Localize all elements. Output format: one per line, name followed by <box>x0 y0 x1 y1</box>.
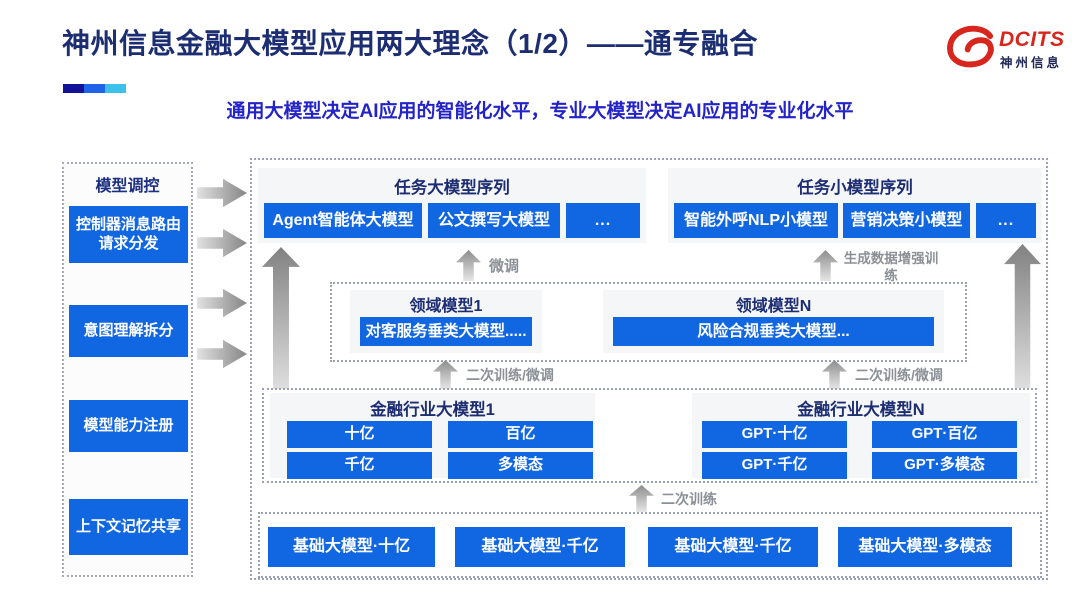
sidebar-item-register: 模型能力注册 <box>69 400 188 452</box>
base-model-multimodal-box: 基础大模型·多模态 <box>838 527 1012 567</box>
gpt-billion-box: GPT·十亿 <box>702 421 847 448</box>
task-small-title: 任务小模型序列 <box>797 179 913 197</box>
arrow-right-icon <box>197 228 247 258</box>
base-model-hundred-billion-box-2: 基础大模型·千亿 <box>648 527 818 567</box>
retrain-label: 二次训练 <box>661 491 717 507</box>
accent-cyan <box>105 84 126 93</box>
industry-model-n-title: 金融行业大模型N <box>797 401 925 419</box>
scale-box-multimodal: 多模态 <box>448 452 593 479</box>
scale-box-ten-billion: 百亿 <box>448 421 593 448</box>
risk-compliance-model-box: 风险合规垂类大模型... <box>613 317 934 346</box>
customer-service-model-box: 对客服务垂类大模型..... <box>360 317 532 346</box>
base-model-hundred-billion-box: 基础大模型·千亿 <box>455 527 625 567</box>
gpt-ten-billion-box: GPT·百亿 <box>872 421 1017 448</box>
accent-navy <box>63 84 84 93</box>
arrow-right-icon <box>197 178 247 208</box>
model-control-panel: 模型调控 控制器消息路由请求分发 意图理解拆分 模型能力注册 上下文记忆共享 <box>62 162 193 577</box>
arrow-right-icon <box>197 288 247 318</box>
gen-data-training-label: 生成数据增强训练 <box>843 251 939 283</box>
sidebar-title: 模型调控 <box>95 178 160 195</box>
gpt-hundred-billion-box: GPT·千亿 <box>702 452 847 479</box>
retrain-finetune-label-right: 二次训练/微调 <box>855 367 943 383</box>
dcits-logo-icon <box>947 25 994 68</box>
sidebar-item-router: 控制器消息路由请求分发 <box>69 206 188 263</box>
logo-subtext: 神州信息 <box>1000 56 1063 70</box>
industry-model-1-title: 金融行业大模型1 <box>370 401 495 419</box>
sidebar-item-context: 上下文记忆共享 <box>69 499 188 555</box>
finetune-label: 微调 <box>489 258 520 275</box>
title-accent-bar <box>63 84 126 93</box>
scale-box-hundred-billion: 千亿 <box>287 452 432 479</box>
page-title: 神州信息金融大模型应用两大理念（1/2）——通专融合 <box>62 28 758 59</box>
task-small-ellipsis-box: ... <box>976 203 1036 238</box>
retrain-finetune-label-left: 二次训练/微调 <box>466 367 554 383</box>
diagram-outer-container <box>250 158 1048 580</box>
outbound-nlp-model-box: 智能外呼NLP小模型 <box>674 203 838 238</box>
agent-large-model-box: Agent智能体大模型 <box>264 203 422 238</box>
sidebar-item-intent: 意图理解拆分 <box>69 305 188 357</box>
slide-subtitle: 通用大模型决定AI应用的智能化水平，专业大模型决定AI应用的专业化水平 <box>226 101 854 122</box>
marketing-model-box: 营销决策小模型 <box>843 203 970 238</box>
industry-models-container <box>262 388 1037 483</box>
logo-text: DCITS <box>999 28 1065 51</box>
arrow-right-icon <box>197 339 247 369</box>
doc-writing-model-box: 公文撰写大模型 <box>428 203 560 238</box>
domain-models-container <box>330 282 967 362</box>
gpt-multimodal-box: GPT·多模态 <box>872 452 1017 479</box>
base-models-container <box>258 512 1042 578</box>
domain-model-n-title: 领域模型N <box>735 298 812 315</box>
task-large-title: 任务大模型序列 <box>394 179 510 197</box>
task-large-ellipsis-box: ... <box>566 203 640 238</box>
domain-model-1-title: 领域模型1 <box>409 298 483 315</box>
scale-box-billion: 十亿 <box>287 421 432 448</box>
accent-blue <box>84 84 105 93</box>
base-model-billion-box: 基础大模型·十亿 <box>268 527 435 567</box>
